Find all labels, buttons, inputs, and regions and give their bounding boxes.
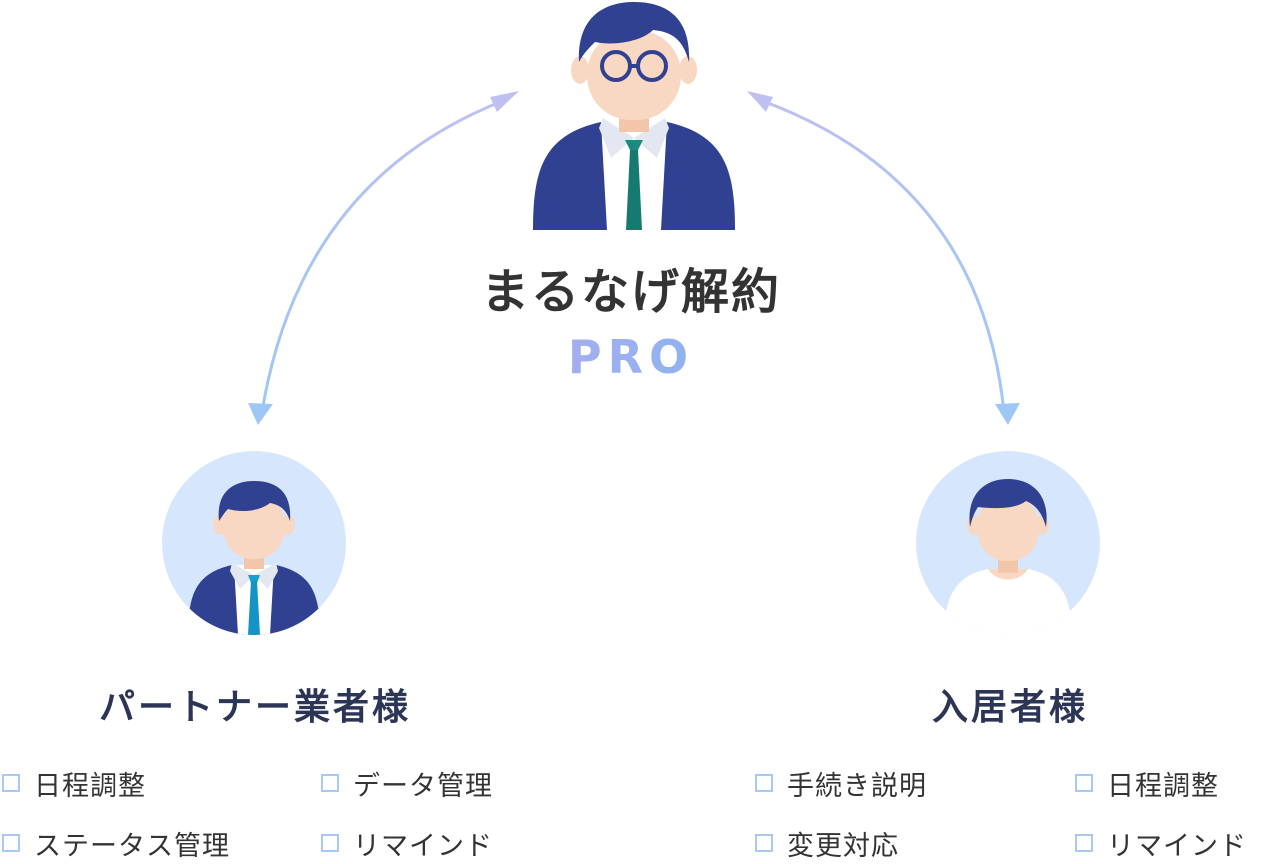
- checkbox-icon: [2, 834, 20, 852]
- partner-task-item: リマインド: [321, 826, 493, 862]
- partner-task-label: 日程調整: [34, 770, 146, 802]
- partner-task-item: ステータス管理: [2, 826, 230, 862]
- checkbox-icon: [1075, 834, 1093, 852]
- partner-task-label: ステータス管理: [34, 830, 230, 862]
- left-arrow-head-top: [490, 91, 519, 112]
- resident-task-label: 日程調整: [1107, 770, 1219, 802]
- resident-task-label: 手続き説明: [787, 770, 927, 802]
- resident-title: 入居者様: [931, 687, 1088, 728]
- left-double-arrow: [248, 91, 519, 425]
- businessman-icon: [162, 451, 346, 635]
- resident-task-item: 手続き説明: [755, 766, 927, 802]
- service-name: まるなげ解約: [480, 264, 781, 320]
- checkbox-icon: [321, 774, 339, 792]
- checkbox-icon: [755, 774, 773, 792]
- left-arrow-head-bottom: [248, 403, 273, 425]
- right-double-arrow: [747, 91, 1020, 425]
- partner-task-item: データ管理: [321, 766, 493, 802]
- checkbox-icon: [2, 774, 20, 792]
- businessman-with-glasses-icon: [533, 2, 735, 230]
- partner-title: パートナー業者様: [98, 687, 411, 728]
- right-arrow-head-bottom: [995, 403, 1020, 425]
- resident-task-item: 変更対応: [755, 826, 899, 862]
- checkbox-icon: [1075, 774, 1093, 792]
- partner-task-item: 日程調整: [2, 766, 146, 802]
- resident-person-icon: [916, 451, 1100, 635]
- checkbox-icon: [755, 834, 773, 852]
- checkbox-icon: [321, 834, 339, 852]
- partner-task-label: データ管理: [353, 770, 493, 802]
- resident-task-label: 変更対応: [787, 830, 899, 862]
- resident-task-item: リマインド: [1075, 826, 1247, 862]
- resident-task-item: 日程調整: [1075, 766, 1219, 802]
- partner-task-label: リマインド: [353, 830, 493, 862]
- service-name-pro-label: PRO: [481, 330, 781, 384]
- right-arrow-head-top: [747, 91, 773, 112]
- resident-task-label: リマインド: [1107, 830, 1247, 862]
